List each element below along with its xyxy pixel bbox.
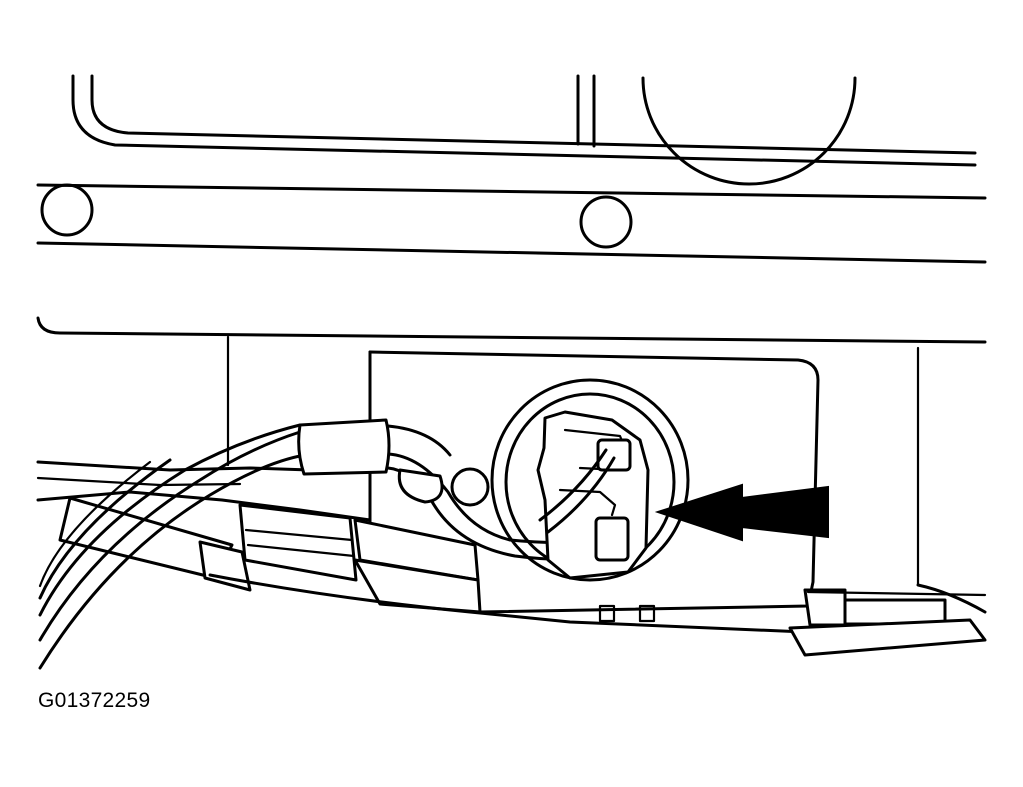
rail-hole-left bbox=[40, 183, 94, 237]
mounting-rail bbox=[36, 183, 987, 264]
connector-terminal-upper bbox=[596, 438, 632, 472]
harness-sleeve bbox=[297, 418, 391, 476]
bracket-tab-left bbox=[598, 604, 616, 623]
upper-panel bbox=[71, 74, 977, 186]
figure-id-label: G01372259 bbox=[38, 689, 151, 712]
pointer-arrow bbox=[654, 483, 829, 542]
floor-trim bbox=[36, 460, 987, 657]
connector-terminal-lower bbox=[594, 516, 630, 562]
connector-assembly bbox=[490, 378, 690, 582]
electrical-connector bbox=[536, 410, 650, 580]
bracket-tab-right bbox=[638, 604, 656, 623]
rail-hole-right bbox=[579, 195, 633, 249]
grommet-outer bbox=[490, 378, 690, 582]
